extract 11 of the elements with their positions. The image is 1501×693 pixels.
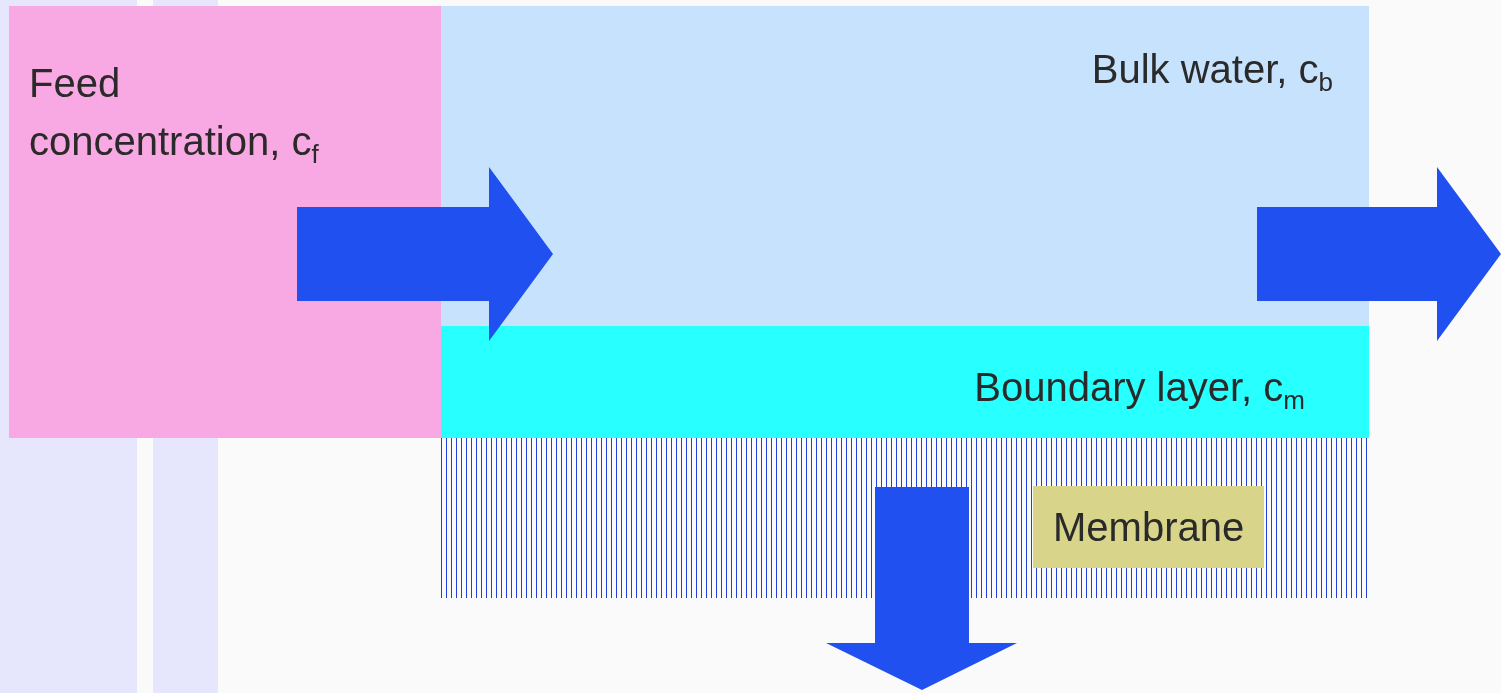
flow-arrow xyxy=(1257,167,1501,341)
boundary-layer-band xyxy=(441,326,1369,438)
membrane-band xyxy=(441,438,1369,598)
region-label: Boundary layer, c$_{m}$ xyxy=(974,364,1305,416)
feed-region xyxy=(9,6,441,438)
membrane-label: Membrane xyxy=(1033,486,1265,568)
region-label: Feed concentration, c$_{f}$ xyxy=(29,60,320,170)
bulk-water-region xyxy=(441,6,1369,326)
flow-arrow xyxy=(826,487,1017,690)
region-label: Bulk water, c$_{b}$ xyxy=(1091,46,1333,98)
flow-arrow xyxy=(297,167,553,341)
